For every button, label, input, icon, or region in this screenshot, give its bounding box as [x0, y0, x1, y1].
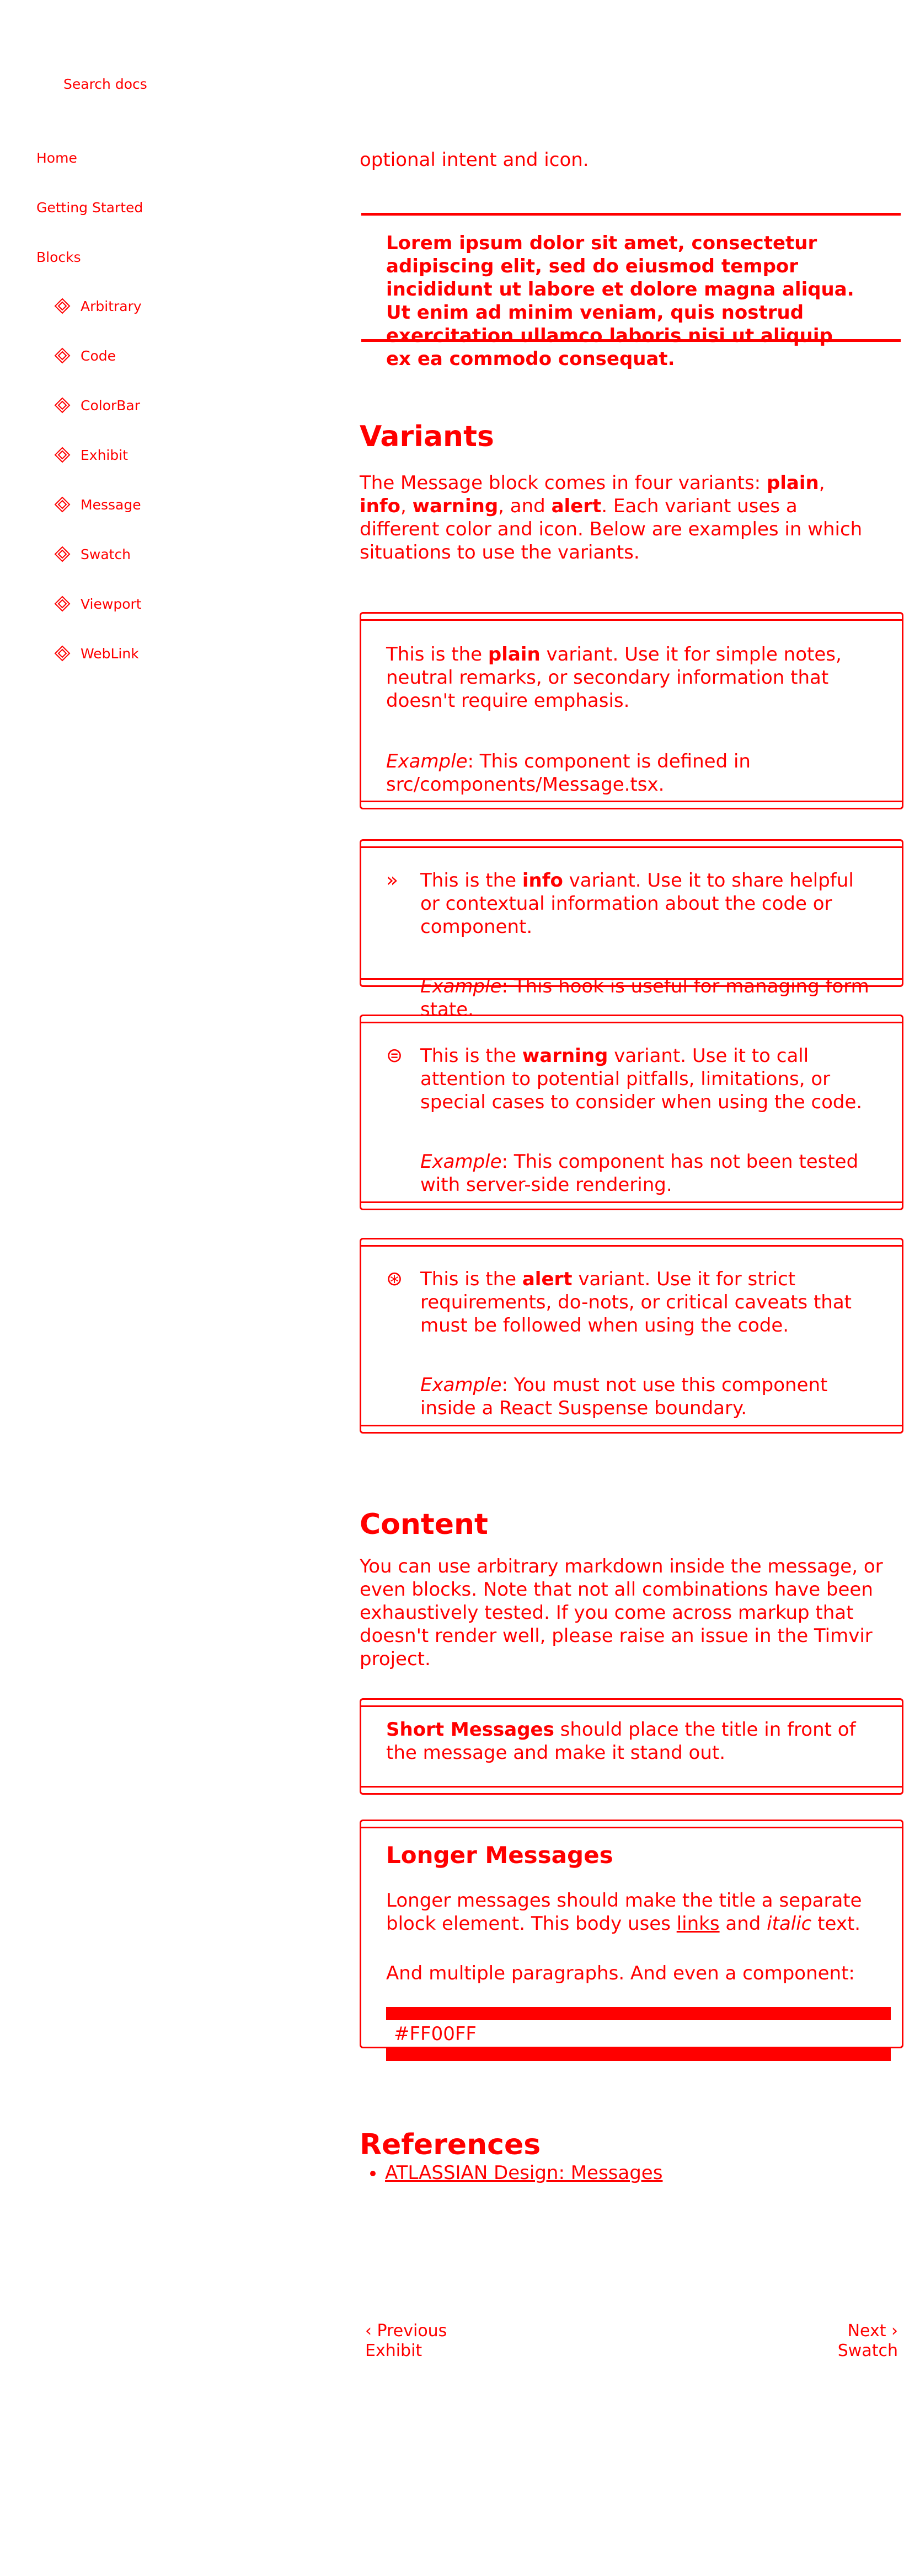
- warning-icon: ⊜: [386, 1044, 403, 1067]
- message-info: » This is the info variant. Use it to sh…: [360, 839, 903, 1021]
- variants-heading: Variants: [360, 420, 494, 453]
- sidebar-item-swatch[interactable]: Swatch: [54, 546, 131, 562]
- text: ,: [400, 495, 413, 517]
- sidebar-item-label: Message: [81, 496, 141, 513]
- message-short: Short Messages should place the title in…: [360, 1698, 903, 1795]
- message-bottom-bar: [361, 1201, 902, 1209]
- text: , and: [498, 495, 552, 517]
- sidebar-item-arbitrary[interactable]: Arbitrary: [54, 298, 142, 314]
- variant-name: alert: [551, 495, 602, 517]
- sidebar-item-label: Arbitrary: [81, 298, 142, 314]
- message-example: Example: This component has not been tes…: [420, 1151, 859, 1196]
- block-icon: [54, 298, 71, 314]
- message-body: This is the info variant. Use it to shar…: [420, 870, 854, 938]
- alert-icon: ⊛: [386, 1268, 403, 1290]
- search-input[interactable]: Search docs: [63, 76, 147, 92]
- message-body: This is the alert variant. Use it for st…: [420, 1268, 852, 1337]
- swatch-bar: [386, 2007, 891, 2020]
- message-top-bar: [361, 1700, 902, 1707]
- variant-name: plain: [766, 472, 819, 494]
- inline-link[interactable]: links: [676, 1913, 720, 1935]
- block-icon: [54, 447, 71, 463]
- sidebar-item-label: Exhibit: [81, 447, 128, 463]
- lorem-text: Lorem ipsum dolor sit amet, consectetur …: [386, 232, 854, 370]
- sidebar-item-colorbar[interactable]: ColorBar: [54, 397, 140, 414]
- variant-name: warning: [412, 495, 499, 517]
- previous-title: Exhibit: [365, 2341, 422, 2360]
- message-body: Short Messages should place the title in…: [386, 1719, 856, 1764]
- list-item: ATLASSIAN Design: Messages: [385, 2161, 920, 2185]
- block-icon: [54, 347, 71, 364]
- sidebar-item-viewport[interactable]: Viewport: [54, 595, 142, 612]
- block-icon: [54, 645, 71, 662]
- divider: [361, 339, 901, 342]
- sidebar-item-label: WebLink: [81, 645, 139, 662]
- message-top-bar: [361, 614, 902, 621]
- divider: [361, 213, 901, 216]
- sidebar-item-label: ColorBar: [81, 397, 141, 414]
- sidebar-item-home[interactable]: Home: [36, 150, 77, 166]
- reference-link[interactable]: ATLASSIAN Design: Messages: [385, 2162, 663, 2184]
- content-description: You can use arbitrary markdown inside th…: [360, 1555, 883, 1670]
- references-heading: References: [360, 2128, 541, 2161]
- sidebar-item-getting-started[interactable]: Getting Started: [36, 200, 143, 216]
- double-chevron-right-icon: »: [386, 869, 399, 892]
- message-longer: Longer Messages Longer messages should m…: [360, 1820, 903, 2061]
- message-top-bar: [361, 1821, 902, 1828]
- message-warning: ⊜ This is the warning variant. Use it to…: [360, 1015, 903, 1210]
- references-list: ATLASSIAN Design: Messages: [360, 2161, 920, 2185]
- message-alert: ⊛ This is the alert variant. Use it for …: [360, 1238, 903, 1434]
- sidebar-item-weblink[interactable]: WebLink: [54, 645, 139, 662]
- message-plain: This is the plain variant. Use it for si…: [360, 612, 903, 809]
- text: The Message block comes in four variants…: [360, 472, 767, 494]
- message-body: And multiple paragraphs. And even a comp…: [386, 1962, 855, 1984]
- next-title: Swatch: [837, 2341, 898, 2360]
- message-top-bar: [361, 1016, 902, 1023]
- block-icon: [54, 397, 71, 414]
- sidebar-item-label: Code: [81, 347, 116, 364]
- swatch: #FF00FF: [386, 2007, 891, 2061]
- message-example: Example: You must not use this component…: [420, 1374, 828, 1419]
- message-title: Longer Messages: [386, 1842, 613, 1869]
- message-bottom-bar: [361, 1786, 902, 1793]
- sidebar-item-label: Viewport: [81, 595, 142, 612]
- content-heading: Content: [360, 1508, 488, 1541]
- sidebar-item-blocks[interactable]: Blocks: [36, 249, 81, 265]
- message-body: Longer messages should make the title a …: [386, 1890, 862, 1935]
- sidebar-item-label: Swatch: [81, 546, 131, 562]
- message-body: This is the plain variant. Use it for si…: [386, 643, 842, 712]
- next-page-link[interactable]: Next › Swatch: [838, 2321, 898, 2361]
- sidebar-item-code[interactable]: Code: [54, 347, 116, 364]
- message-bottom-bar: [361, 801, 902, 808]
- variant-name: info: [360, 495, 401, 517]
- swatch-value: #FF00FF: [394, 2023, 477, 2045]
- sidebar-item-exhibit[interactable]: Exhibit: [54, 447, 128, 463]
- previous-page-link[interactable]: ‹ Previous Exhibit: [365, 2321, 447, 2361]
- message-top-bar: [361, 841, 902, 848]
- intro-tail: optional intent and icon.: [360, 149, 589, 171]
- block-icon: [54, 496, 71, 513]
- sidebar-item-message[interactable]: Message: [54, 496, 141, 513]
- swatch-bar: [386, 2048, 891, 2061]
- message-bottom-bar: [361, 978, 902, 985]
- message-example: Example: This component is defined in sr…: [386, 750, 751, 796]
- next-label: Next ›: [847, 2321, 898, 2341]
- text: ,: [819, 472, 825, 494]
- variants-description: The Message block comes in four variants…: [360, 471, 867, 564]
- message-body: This is the warning variant. Use it to c…: [420, 1045, 863, 1113]
- message-top-bar: [361, 1239, 902, 1247]
- previous-label: ‹ Previous: [365, 2321, 447, 2341]
- block-icon: [54, 595, 71, 612]
- message-bottom-bar: [361, 1425, 902, 1432]
- text: . Each variant uses a different color an…: [360, 495, 863, 564]
- block-icon: [54, 546, 71, 562]
